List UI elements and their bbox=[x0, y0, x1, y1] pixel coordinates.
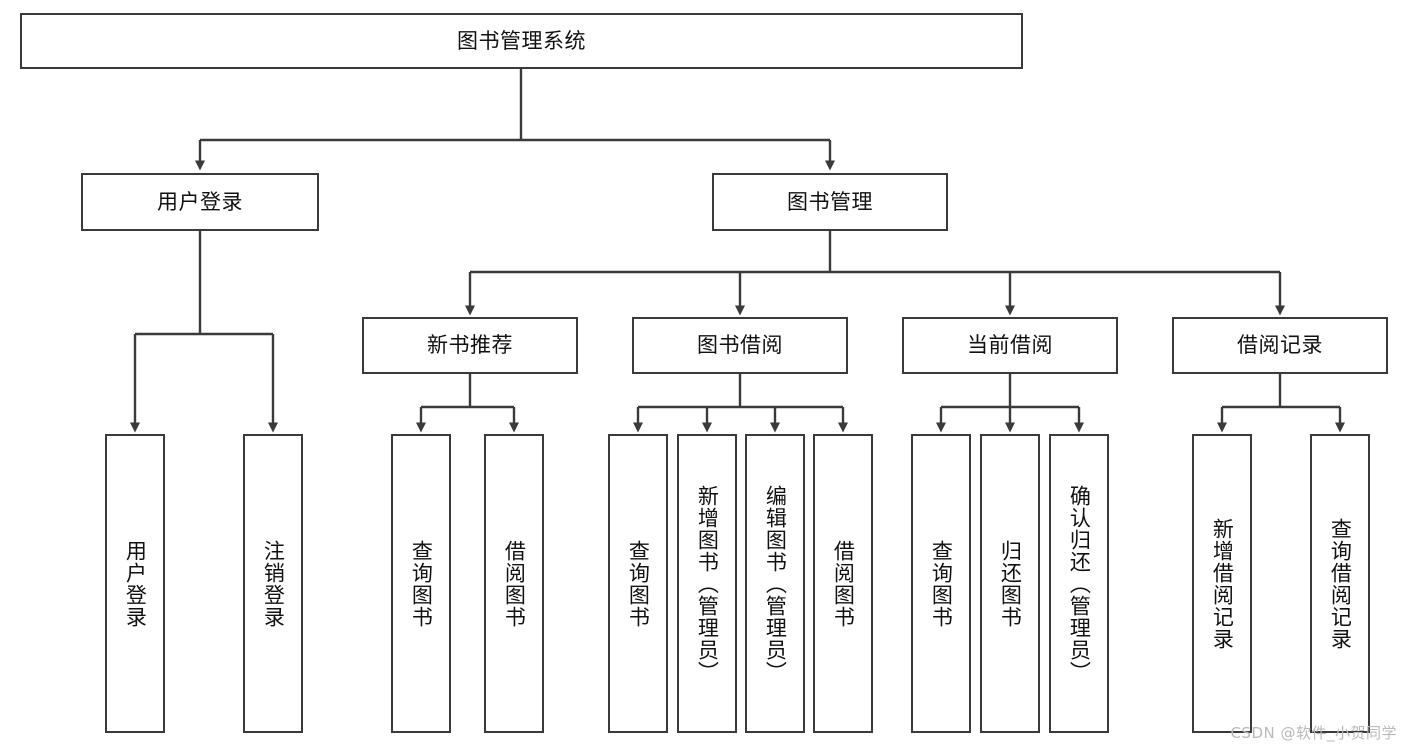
node-label: 用户登录 bbox=[157, 189, 243, 214]
leaf-new-book-borrow[interactable]: 借阅图书 bbox=[484, 434, 544, 733]
node-label: 归还图书 bbox=[998, 539, 1023, 628]
node-current-borrow[interactable]: 当前借阅 bbox=[902, 317, 1118, 374]
node-label: 确认归还（管理员） bbox=[1067, 484, 1092, 683]
node-label: 借阅图书 bbox=[831, 539, 856, 628]
leaf-record-add[interactable]: 新增借阅记录 bbox=[1192, 434, 1252, 733]
leaf-borrow-add-book-admin[interactable]: 新增图书（管理员） bbox=[677, 434, 737, 733]
node-label: 查询借阅记录 bbox=[1328, 517, 1353, 650]
node-label: 借阅记录 bbox=[1237, 333, 1323, 358]
leaf-current-return-book[interactable]: 归还图书 bbox=[980, 434, 1040, 733]
leaf-current-query-book[interactable]: 查询图书 bbox=[911, 434, 971, 733]
node-label: 新增图书（管理员） bbox=[695, 484, 720, 683]
leaf-new-book-query[interactable]: 查询图书 bbox=[391, 434, 451, 733]
node-new-book-recommend[interactable]: 新书推荐 bbox=[362, 317, 578, 374]
node-label: 图书管理系统 bbox=[457, 28, 586, 53]
node-label: 查询图书 bbox=[626, 539, 651, 628]
watermark: CSDN @软件_小贺同学 bbox=[1230, 724, 1397, 742]
node-label: 新书推荐 bbox=[427, 333, 513, 358]
node-borrow-record[interactable]: 借阅记录 bbox=[1172, 317, 1388, 374]
node-label: 用户登录 bbox=[123, 539, 148, 628]
leaf-borrow-query-book[interactable]: 查询图书 bbox=[608, 434, 668, 733]
node-label: 当前借阅 bbox=[967, 333, 1053, 358]
node-user-login[interactable]: 用户登录 bbox=[81, 173, 319, 231]
node-label: 新增借阅记录 bbox=[1210, 517, 1235, 650]
node-label: 图书借阅 bbox=[697, 333, 783, 358]
leaf-borrow-borrow-book[interactable]: 借阅图书 bbox=[813, 434, 873, 733]
leaf-borrow-edit-book-admin[interactable]: 编辑图书（管理员） bbox=[745, 434, 805, 733]
node-label: 编辑图书（管理员） bbox=[763, 484, 788, 683]
node-label: 注销登录 bbox=[261, 539, 286, 628]
leaf-user-login-signin[interactable]: 用户登录 bbox=[105, 434, 165, 733]
leaf-record-query[interactable]: 查询借阅记录 bbox=[1310, 434, 1370, 733]
node-book-management[interactable]: 图书管理 bbox=[712, 173, 948, 231]
node-book-management-system[interactable]: 图书管理系统 bbox=[20, 13, 1023, 69]
leaf-current-confirm-return-admin[interactable]: 确认归还（管理员） bbox=[1049, 434, 1109, 733]
node-label: 借阅图书 bbox=[502, 539, 527, 628]
node-label: 查询图书 bbox=[929, 539, 954, 628]
node-label: 图书管理 bbox=[787, 189, 873, 214]
leaf-user-login-signout[interactable]: 注销登录 bbox=[243, 434, 303, 733]
node-label: 查询图书 bbox=[409, 539, 434, 628]
node-book-borrow[interactable]: 图书借阅 bbox=[632, 317, 848, 374]
